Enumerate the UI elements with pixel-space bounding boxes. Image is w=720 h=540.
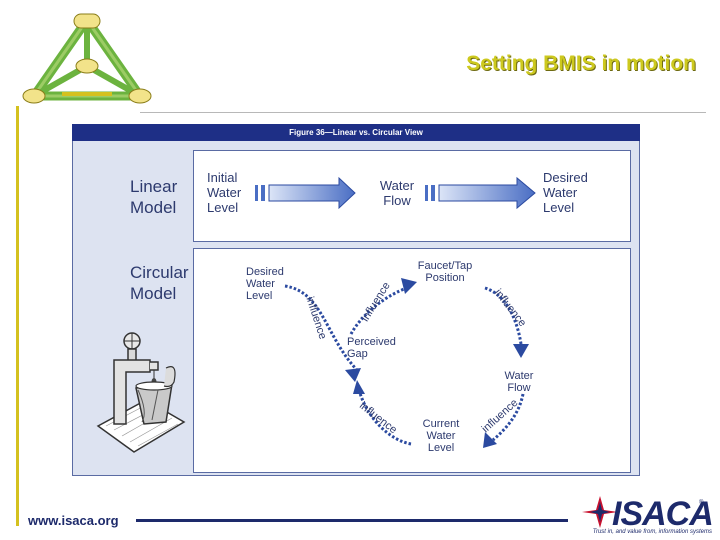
linear-arrow-tick-3 <box>425 185 428 201</box>
circ-desired-label: Desired Water Level <box>246 266 284 302</box>
linear-arrow-tick-1 <box>255 185 258 201</box>
isaca-logo-word: ISACA <box>612 495 714 533</box>
circular-loop-arrows <box>284 278 529 448</box>
linear-arrow-2 <box>438 176 536 210</box>
loop-arc-flow-to-current <box>492 393 525 442</box>
arrowhead-gap <box>345 368 361 382</box>
circ-faucet-label: Faucet/Tap Position <box>417 260 473 284</box>
linear-arrow-tick-2 <box>261 185 265 201</box>
linear-flow-arrows <box>255 176 536 210</box>
arrowhead-current <box>483 432 497 448</box>
title-divider <box>140 112 706 113</box>
loop-arc-desired-to-gap <box>284 284 359 372</box>
footer-divider <box>136 519 568 522</box>
circ-current-label: Current Water Level <box>422 418 460 454</box>
slide-title: Setting BMIS in motion <box>466 52 696 75</box>
loop-arc-current-to-gap <box>357 389 412 446</box>
circ-flow-label: Water Flow <box>504 370 534 394</box>
linear-label: Linear Model <box>130 177 178 217</box>
registered-mark: ® <box>699 500 704 506</box>
figure-header: Figure 36—Linear vs. Circular View <box>72 124 640 141</box>
isaca-star-icon <box>582 496 618 528</box>
arrowhead-faucet <box>401 278 417 294</box>
linear-arrow-tick-4 <box>431 185 435 201</box>
isaca-tagline: Trust in, and value from, information sy… <box>592 529 712 535</box>
arrowhead-flow <box>513 344 529 358</box>
linear-end-label: Desired Water Level <box>543 170 588 215</box>
loop-arc-gap-to-faucet <box>349 286 408 335</box>
linear-panel <box>193 150 631 242</box>
footer-url[interactable]: www.isaca.org <box>28 513 119 528</box>
linear-start-label: Initial Water Level <box>207 170 242 215</box>
loop-arc-faucet-to-flow <box>484 286 523 345</box>
arrowhead-return <box>353 380 365 394</box>
circ-gap-label: Perceived Gap <box>347 336 396 360</box>
left-accent-bar <box>16 106 19 526</box>
bmis-triangle-logo <box>22 13 152 104</box>
linear-mid-label: Water Flow <box>379 178 415 208</box>
circular-label: Circular Model <box>130 263 189 303</box>
linear-arrow-1 <box>268 176 356 210</box>
faucet-illustration <box>96 332 186 453</box>
